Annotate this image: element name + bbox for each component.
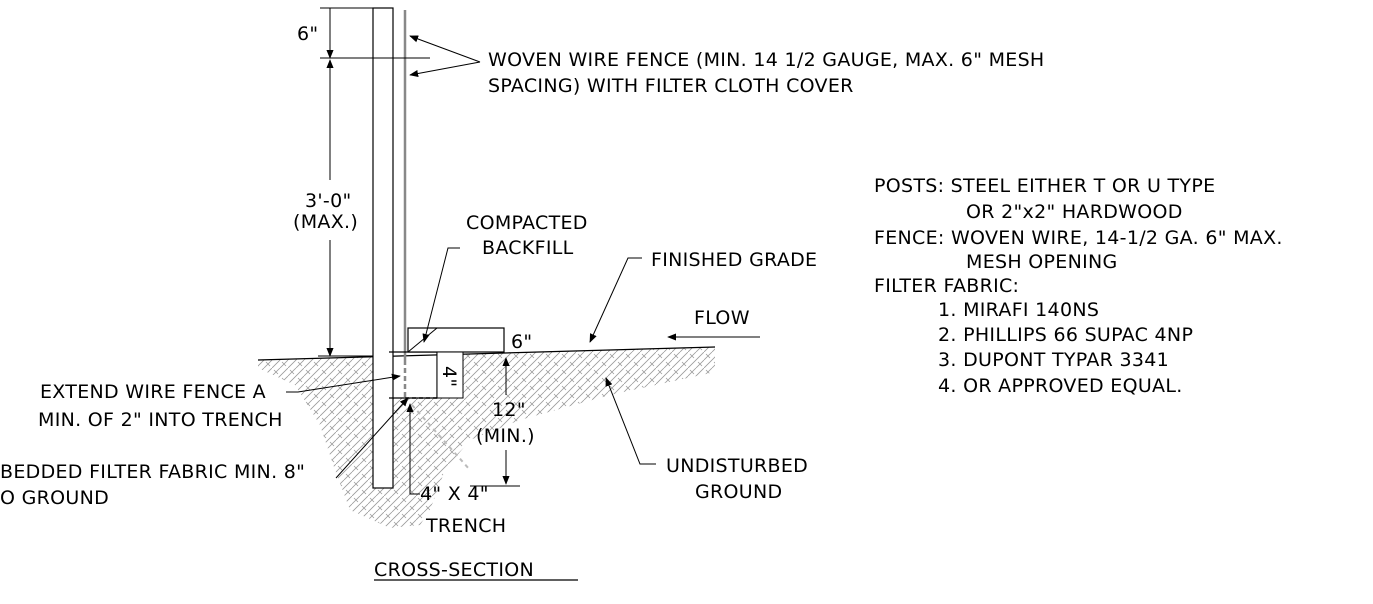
note-fabric-3: 3. DUPONT TYPAR 3341 — [938, 349, 1169, 371]
specification-notes: POSTS: STEEL EITHER T OR U TYPE OR 2"x2"… — [874, 175, 1283, 397]
woven-wire-leader-1 — [409, 35, 481, 63]
woven-wire-label-2: SPACING) WITH FILTER CLOTH COVER — [488, 75, 854, 97]
extend-leader — [286, 373, 401, 393]
compacted-leader — [422, 247, 460, 343]
undisturbed-label-2: GROUND — [695, 481, 782, 503]
height-dim-label-2: (MAX.) — [293, 211, 358, 233]
finished-grade-line — [257, 346, 716, 361]
depth-dim-label-2: (MIN.) — [476, 425, 535, 447]
trench-dim-box — [436, 351, 464, 399]
backfill-slope — [407, 327, 438, 353]
trench-leader — [406, 403, 420, 495]
woven-wire-leader-2 — [409, 61, 481, 78]
note-fence: FENCE: WOVEN WIRE, 14-1/2 GA. 6" MAX. — [874, 227, 1283, 249]
note-fence-cont: MESH OPENING — [966, 251, 1118, 273]
note-fabric-2: 2. PHILLIPS 66 SUPAC 4NP — [938, 324, 1193, 346]
note-filter-fabric: FILTER FABRIC: — [874, 275, 1019, 297]
compacted-label-2: BACKFILL — [482, 237, 574, 259]
finished-grade-label: FINISHED GRADE — [651, 249, 817, 271]
flow-label: FLOW — [694, 307, 750, 329]
note-fabric-4: 4. OR APPROVED EQUAL. — [938, 375, 1183, 397]
trench-depth-label: 4" — [438, 366, 460, 387]
embedded-leader — [335, 397, 409, 479]
note-posts-cont: OR 2"x2" HARDWOOD — [966, 201, 1183, 223]
filter-fabric-embedded — [411, 404, 471, 471]
extend-label-1: EXTEND WIRE FENCE A — [40, 381, 266, 403]
top-dim-label: 6" — [297, 23, 318, 45]
fence-post — [372, 7, 394, 489]
embedded-label-1: BEDDED FILTER FABRIC MIN. 8" — [0, 461, 305, 483]
undisturbed-leader — [605, 377, 656, 465]
trench-label-2: TRENCH — [425, 515, 506, 537]
finished-grade-leader — [589, 257, 642, 343]
soil-hatch-region — [258, 347, 715, 528]
compacted-label-1: COMPACTED — [466, 212, 588, 234]
embedded-label-2: O GROUND — [0, 487, 109, 509]
backfill-dim-label: 6" — [511, 331, 532, 353]
note-fabric-1: 1. MIRAFI 140NS — [938, 299, 1099, 321]
note-posts: POSTS: STEEL EITHER T OR U TYPE — [874, 175, 1215, 197]
height-dim-label-1: 3'-0" — [305, 190, 352, 212]
depth-dim-label-1: 12" — [492, 399, 526, 421]
extend-label-2: MIN. OF 2" INTO TRENCH — [38, 409, 283, 431]
drawing-title: CROSS-SECTION — [374, 559, 534, 581]
undisturbed-label-1: UNDISTURBED — [666, 455, 808, 477]
trench-label-1: 4" X 4" — [420, 483, 489, 505]
woven-wire-label-1: WOVEN WIRE FENCE (MIN. 14 1/2 GAUGE, MAX… — [488, 49, 1045, 71]
